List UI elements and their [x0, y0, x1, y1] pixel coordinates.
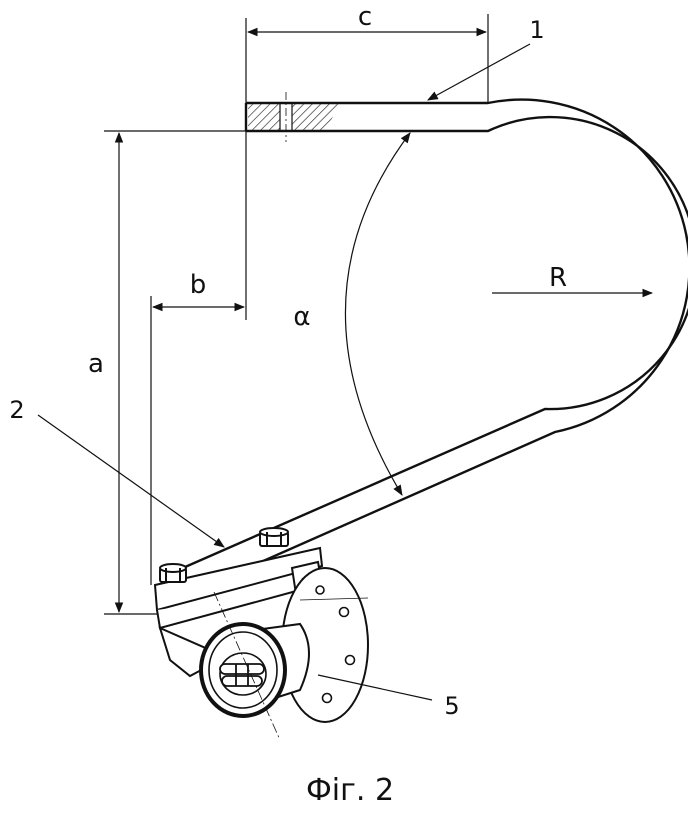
dim-label-R: R [549, 263, 567, 293]
callout-5: 5 [444, 692, 459, 720]
flange-holes [315, 585, 356, 704]
figure-caption: Фіг. 2 [306, 773, 394, 808]
hook-bracket [159, 98, 688, 602]
bolt-left [159, 563, 187, 583]
mounting-assembly [153, 527, 369, 741]
callout-1: 1 [529, 16, 544, 44]
dimension-lines [37, 14, 654, 701]
dim-label-b: b [190, 270, 207, 300]
shaft-end [219, 663, 265, 687]
bolt-right [259, 527, 289, 547]
callout-2: 2 [9, 396, 24, 424]
dim-label-alpha: α [293, 302, 310, 332]
dim-label-c: c [358, 2, 372, 32]
dim-label-a: a [88, 349, 104, 379]
bar-section-hatch [248, 92, 340, 142]
